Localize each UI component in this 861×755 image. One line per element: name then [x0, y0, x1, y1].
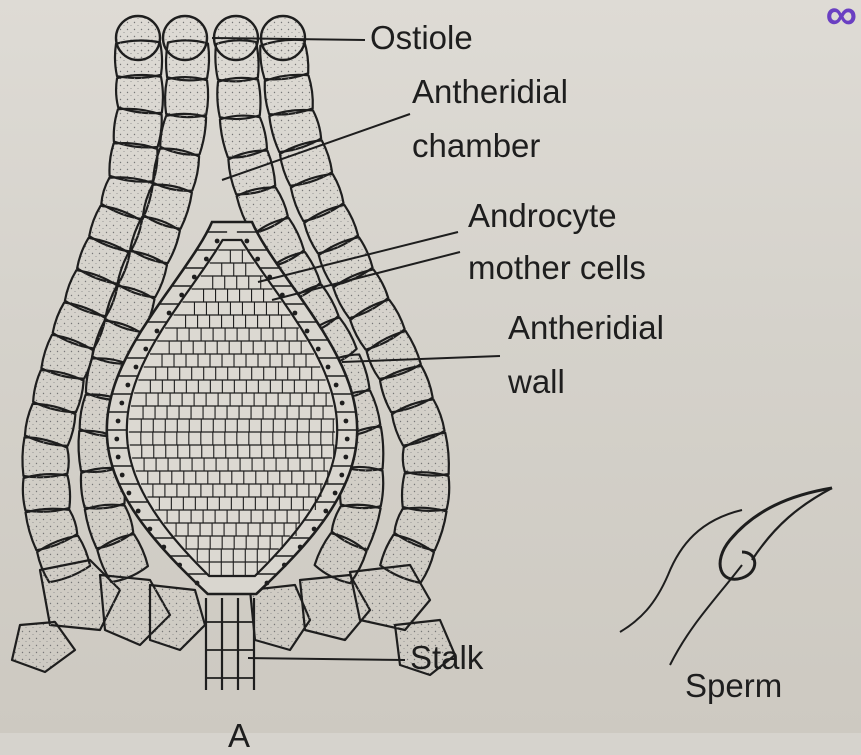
- label-stalk: Stalk: [410, 640, 483, 677]
- outer-right-inner-cell: [217, 78, 260, 119]
- wall-cell-nucleus: [204, 257, 209, 262]
- wall-cell-nucleus: [265, 581, 270, 586]
- textbook-page-photo: Ostiole Antheridial chamber Androcyte mo…: [0, 0, 861, 733]
- leader-line: [248, 658, 405, 660]
- wall-cell-nucleus: [119, 401, 124, 406]
- outer-right-cell: [402, 472, 449, 511]
- wall-cell-nucleus: [343, 455, 348, 460]
- wall-cell-nucleus: [192, 275, 197, 280]
- outer-left-cell: [116, 75, 163, 113]
- wall-cell-nucleus: [282, 563, 287, 568]
- label-sperm: Sperm: [685, 668, 782, 705]
- wall-cell-nucleus: [161, 545, 166, 550]
- label-antheridial-chamber-2: chamber: [412, 128, 540, 165]
- wall-cell-nucleus: [116, 419, 121, 424]
- label-figure-letter: A: [228, 718, 250, 755]
- wall-cell-nucleus: [312, 527, 317, 532]
- label-antheridial-wall-2: wall: [508, 364, 565, 401]
- sperm-flagellum: [620, 510, 742, 632]
- wall-cell-nucleus: [125, 383, 130, 388]
- wall-cell-nucleus: [339, 473, 344, 478]
- wall-cell-nucleus: [333, 491, 338, 496]
- wall-cell-nucleus: [167, 311, 172, 316]
- wall-cell-nucleus: [177, 563, 182, 568]
- wall-cell-nucleus: [293, 311, 298, 316]
- wall-cell-nucleus: [344, 419, 349, 424]
- wall-cell-nucleus: [179, 293, 184, 298]
- outer-left-cell: [23, 474, 70, 512]
- sperm-drawing: [620, 488, 832, 665]
- wall-cell-nucleus: [298, 545, 303, 550]
- wall-cell-nucleus: [316, 347, 321, 352]
- label-androcyte-1: Androcyte: [468, 198, 617, 235]
- outer-left-cell: [109, 143, 157, 182]
- wall-cell-nucleus: [334, 383, 339, 388]
- wall-cell-nucleus: [195, 581, 200, 586]
- outer-left-inner-cell: [165, 77, 208, 117]
- basal-cell: [150, 585, 205, 650]
- wall-cell-nucleus: [305, 329, 310, 334]
- label-androcyte-2: mother cells: [468, 250, 646, 287]
- wall-cell-nucleus: [155, 329, 160, 334]
- wall-cell-nucleus: [323, 509, 328, 514]
- wall-cell-nucleus: [345, 437, 350, 442]
- sperm-flagellum: [670, 565, 742, 665]
- wall-cell-nucleus: [244, 239, 249, 244]
- wall-cell-nucleus: [147, 527, 152, 532]
- wall-cell-nucleus: [127, 491, 132, 496]
- sperm-body: [720, 488, 832, 579]
- wall-cell-nucleus: [134, 365, 139, 370]
- ostiole-cap-cell: [163, 16, 207, 60]
- label-ostiole: Ostiole: [370, 20, 473, 57]
- label-antheridial-wall-1: Antheridial: [508, 310, 664, 347]
- outer-left-cell: [114, 109, 162, 148]
- corner-logo-mark: ∞: [826, 0, 857, 40]
- ostiole-cap-cell: [116, 16, 160, 60]
- outer-right-cell: [265, 75, 313, 115]
- basal-cell: [12, 622, 75, 672]
- wall-cell-nucleus: [255, 257, 260, 262]
- wall-cell-nucleus: [326, 365, 331, 370]
- wall-cell-nucleus: [116, 455, 121, 460]
- wall-cell-nucleus: [143, 347, 148, 352]
- wall-cell-nucleus: [114, 437, 119, 442]
- stalk-structure: [206, 598, 254, 690]
- wall-cell-nucleus: [215, 239, 220, 244]
- wall-cell-nucleus: [136, 509, 141, 514]
- wall-cell-nucleus: [120, 473, 125, 478]
- label-antheridial-chamber-1: Antheridial: [412, 74, 568, 111]
- wall-cell-nucleus: [340, 401, 345, 406]
